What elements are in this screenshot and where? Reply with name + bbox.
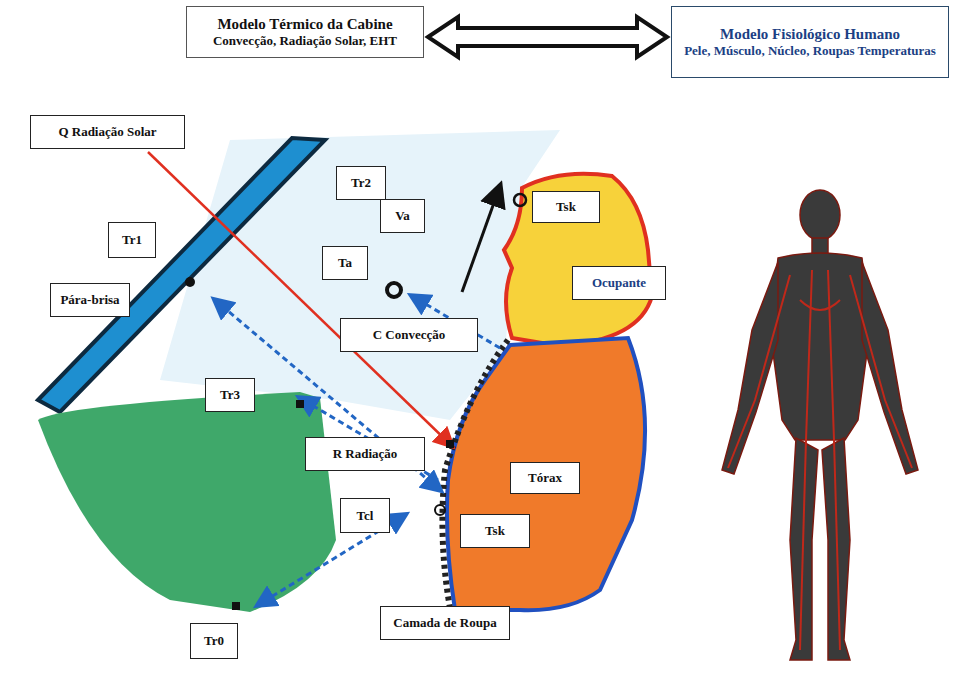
box-title: Q Radiação Solar [37,124,178,140]
torso [447,338,645,610]
label-box: Tsk [460,514,530,548]
box-title: C Convecção [347,327,471,343]
model-box: Modelo Fisiológico HumanoPele, Músculo, … [671,6,949,78]
radiation-arrow [300,398,438,480]
dashboard [38,392,336,612]
label-box: Tcl [340,498,390,533]
box-title: Modelo Fisiológico Humano [680,26,940,43]
solar-ray [148,152,452,446]
box-title: Pára-brisa [57,292,123,308]
box-title: R Radiação [312,446,418,462]
box-title: Tr0 [197,633,231,649]
label-box: Tr0 [190,623,238,659]
box-subtitle: Convecção, Radiação Solar, EHT [195,33,415,49]
label-box: R Radiação [305,437,425,471]
surface-point [232,602,240,610]
blood-vessels [728,270,912,650]
label-box: Ocupante [572,266,666,300]
box-title: Ocupante [579,275,659,291]
air-velocity-arrow [462,186,500,292]
air-sensor [387,283,401,297]
label-box: Ta [322,246,368,280]
box-title: Tcl [347,508,383,524]
box-subtitle: Pele, Músculo, Núcleo, Roupas Temperatur… [680,43,940,59]
box-title: Modelo Térmico da Cabine [195,16,415,33]
label-box: Tórax [510,462,580,494]
label-box: Camada de Roupa [380,606,510,640]
box-title: Ta [329,255,361,271]
surface-point [296,400,304,408]
box-title: Tr3 [212,387,248,403]
label-box: Tr2 [336,166,386,200]
box-title: Tr2 [343,175,379,191]
box-title: Tsk [467,523,523,539]
surface-point [446,440,454,448]
tsk-probe [514,194,526,206]
box-title: Va [387,208,418,224]
tcl-probe [435,505,445,515]
label-box: Tr3 [205,378,255,412]
box-title: Tórax [517,470,573,486]
label-box: Tsk [532,191,600,223]
human-figure [722,190,918,660]
label-box: Q Radiação Solar [30,115,185,149]
surface-point [185,277,195,287]
double-arrow [428,17,667,57]
label-box: Va [380,199,425,233]
label-box: Tr1 [108,222,156,258]
box-title: Tr1 [115,232,149,248]
label-box: Pára-brisa [50,283,130,317]
box-title: Camada de Roupa [387,615,503,631]
label-box: C Convecção [340,318,478,352]
occupant-head [504,174,652,346]
box-title: Tsk [539,199,593,215]
clothing-layer [442,340,508,608]
windshield [38,138,325,412]
model-box: Modelo Térmico da CabineConvecção, Radia… [186,6,424,58]
